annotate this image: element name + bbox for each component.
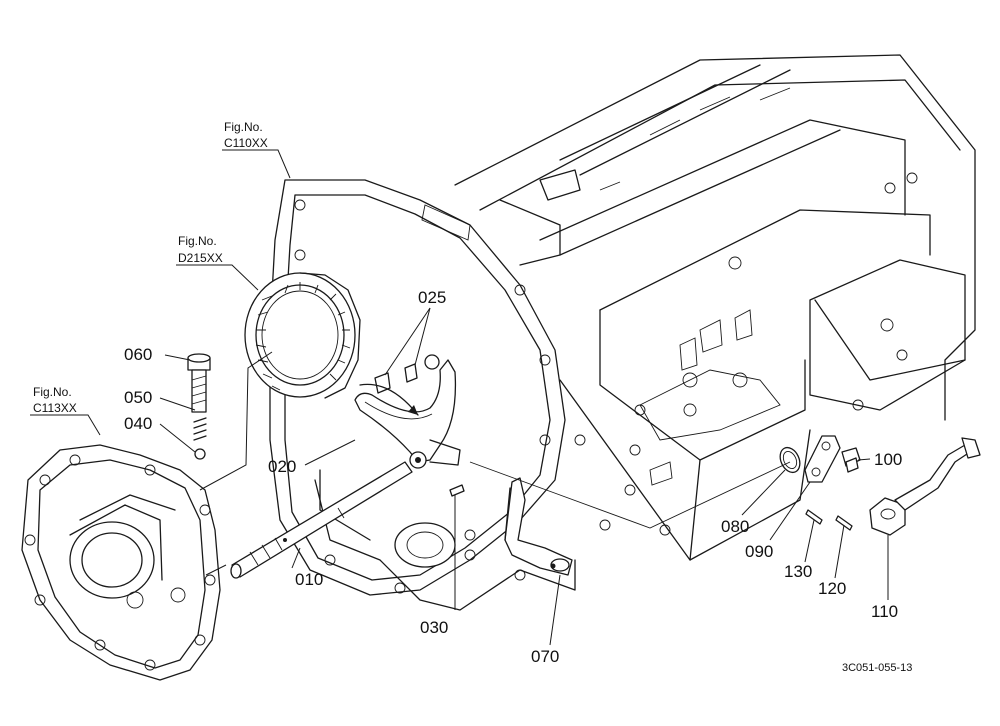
spring-pins	[805, 509, 853, 531]
drawing-code: 3C051-055-13	[842, 662, 912, 674]
part-label-050: 050	[124, 388, 152, 407]
part-label-040: 040	[124, 414, 152, 433]
detent-bolt-assembly	[187, 353, 211, 460]
shift-fork	[354, 354, 461, 469]
shift-shaft	[230, 461, 413, 579]
part-label-020: 020	[268, 457, 296, 476]
shift-lever-inner	[504, 477, 573, 576]
figure-ref-c113-line2: C113XX	[33, 401, 77, 415]
part-label-080: 080	[721, 517, 749, 536]
part-label-130: 130	[784, 562, 812, 581]
shift-lever-outer	[869, 437, 981, 536]
figure-ref-c110: Fig.No. C110XX	[224, 120, 268, 150]
figure-ref-c110-line1: Fig.No.	[224, 120, 263, 134]
transmission-case	[269, 54, 976, 611]
part-label-070: 070	[531, 647, 559, 666]
pin-030	[449, 484, 465, 497]
part-label-025: 025	[418, 288, 446, 307]
front-cover	[21, 444, 221, 681]
part-label-120: 120	[818, 579, 846, 598]
figure-ref-c110-line2: C110XX	[224, 136, 268, 150]
figure-ref-c113-line1: Fig.No.	[33, 385, 72, 399]
figure-ref-d215-line2: D215XX	[178, 251, 223, 265]
leader-lines	[30, 149, 889, 646]
part-label-060: 060	[124, 345, 152, 364]
part-label-030: 030	[420, 618, 448, 637]
part-label-090: 090	[745, 542, 773, 561]
figure-ref-d215: Fig.No. D215XX	[178, 234, 223, 265]
part-label-010: 010	[295, 570, 323, 589]
figure-ref-c113: Fig.No. C113XX	[33, 385, 77, 415]
part-label-100: 100	[874, 450, 902, 469]
part-label-110: 110	[871, 602, 898, 621]
figure-ref-d215-line1: Fig.No.	[178, 234, 217, 248]
seal-plate-assembly	[779, 435, 861, 483]
ring-gear	[244, 272, 361, 399]
